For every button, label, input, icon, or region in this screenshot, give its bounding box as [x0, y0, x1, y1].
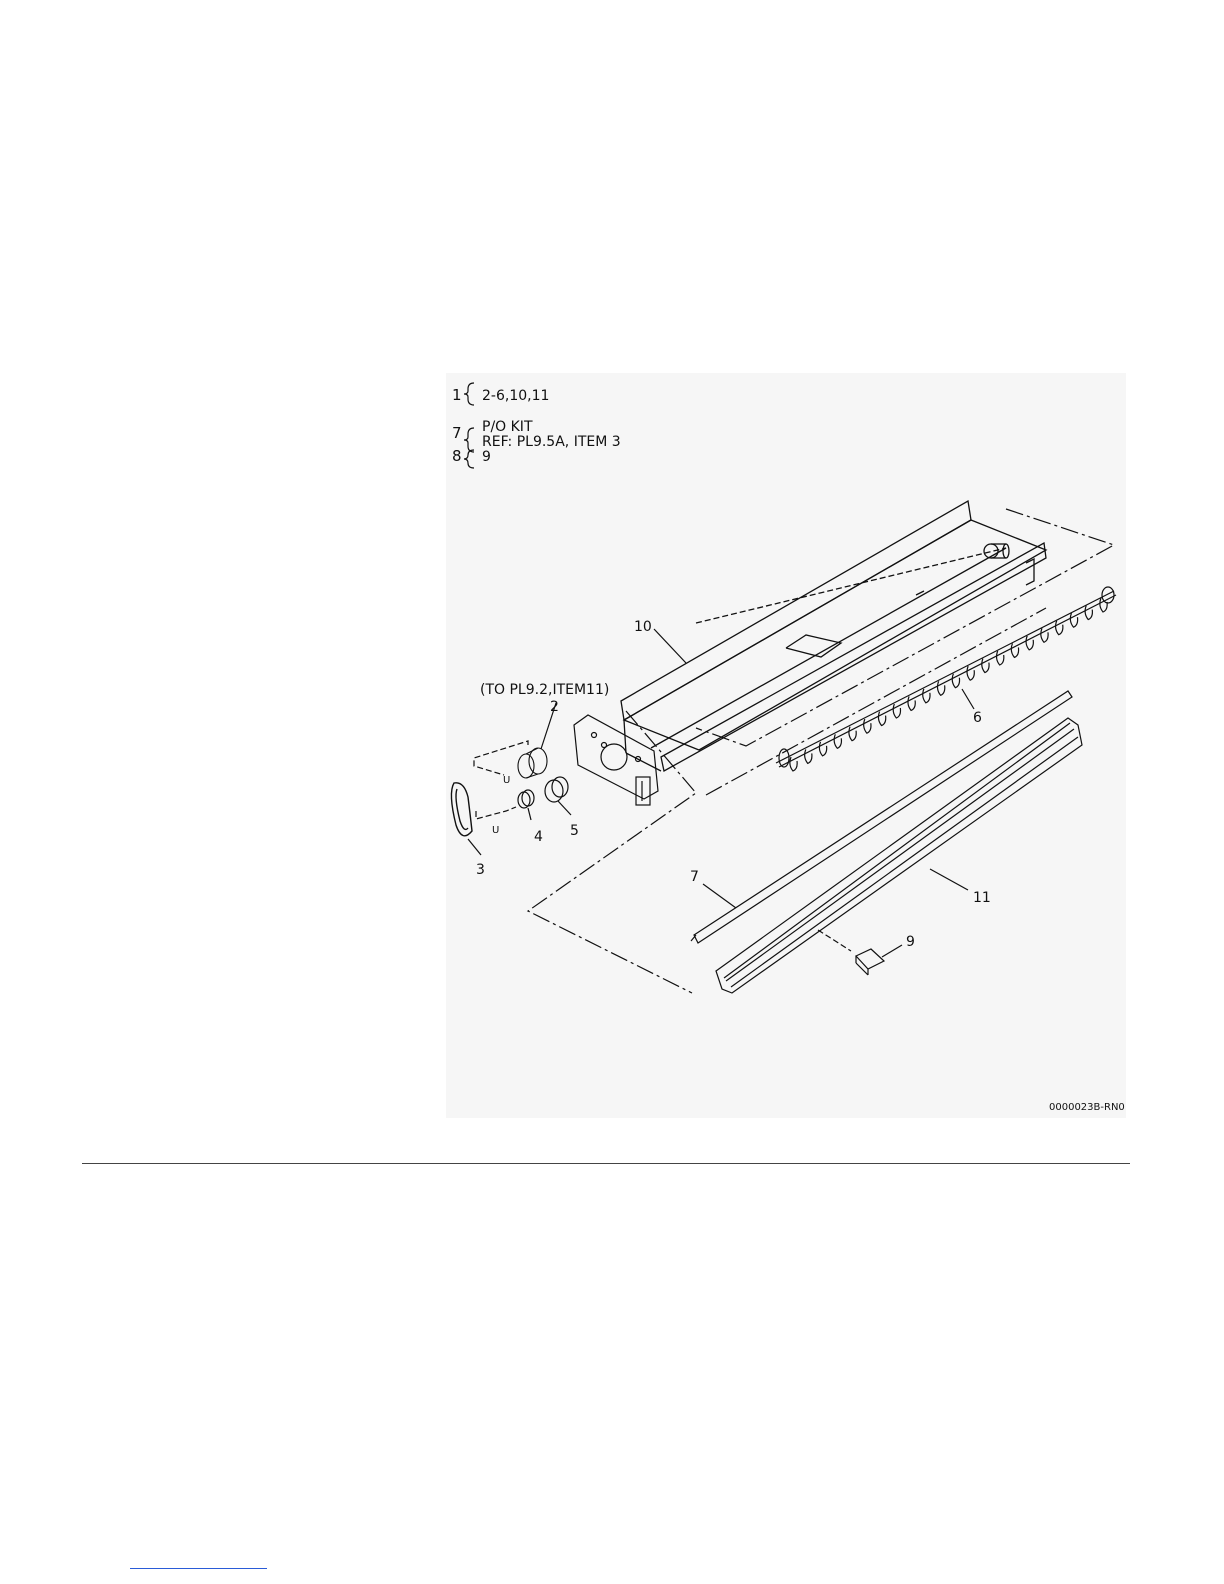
legend-brace-8 [464, 450, 474, 468]
leader-7 [703, 884, 736, 908]
callout-11: 11 [973, 890, 991, 906]
callout-6: 6 [973, 710, 982, 726]
legend-text-7b: REF: PL9.5A, ITEM 3 [482, 434, 621, 450]
callout-4: 4 [534, 829, 543, 845]
footer-link-underline[interactable] [130, 1568, 267, 1569]
legend-index-7: 7 [452, 424, 462, 442]
callout-5: 5 [570, 823, 579, 839]
legend-text-1: 2-6,10,11 [482, 388, 549, 404]
leader-3 [468, 839, 481, 855]
alignment-bracket-lower [476, 807, 516, 819]
callout-3: 3 [476, 862, 485, 878]
legend-index-8: 8 [452, 447, 462, 465]
legend-text-7a: P/O KIT [482, 419, 533, 435]
callout-9: 9 [906, 934, 915, 950]
gear-item-5 [545, 777, 568, 802]
guide-strip-item-7 [691, 691, 1072, 943]
gear-item-2 [518, 748, 547, 778]
bushing-item-4 [518, 790, 534, 808]
channel-to-clip-line [818, 930, 851, 951]
roller-shaft-item-6 [776, 587, 1116, 771]
leader-6 [962, 689, 974, 709]
legend-text-8: 9 [482, 449, 491, 465]
exploded-parts-diagram: 1 2-6,10,11 7 P/O KIT REF: PL9.5A, ITEM … [446, 373, 1126, 1118]
boundary-6-axis [706, 608, 1046, 795]
clip-item-9 [856, 949, 884, 975]
leader-4 [528, 808, 531, 820]
legend-index-1: 1 [452, 386, 462, 404]
legend-brace-1 [464, 383, 474, 405]
belt-item-3 [451, 783, 472, 836]
leader-9 [882, 945, 902, 957]
frame-assembly [621, 501, 1046, 771]
figure-code: 0000023B-RN0 [1049, 1102, 1125, 1113]
leader-10 [654, 629, 686, 663]
u-mark-upper: U [503, 775, 510, 786]
leader-11 [930, 869, 968, 890]
reference-note: (TO PL9.2,ITEM11) [480, 682, 609, 698]
callout-10: 10 [634, 619, 652, 635]
boundary-left [528, 711, 696, 993]
leader-5 [558, 801, 571, 815]
diagram-canvas: 1 2-6,10,11 7 P/O KIT REF: PL9.5A, ITEM … [446, 373, 1126, 1118]
callout-7: 7 [690, 869, 699, 885]
page-divider [82, 1163, 1130, 1164]
legend-brace-7 [464, 428, 474, 452]
u-mark-lower: U [492, 825, 499, 836]
callout-2: 2 [550, 699, 559, 715]
